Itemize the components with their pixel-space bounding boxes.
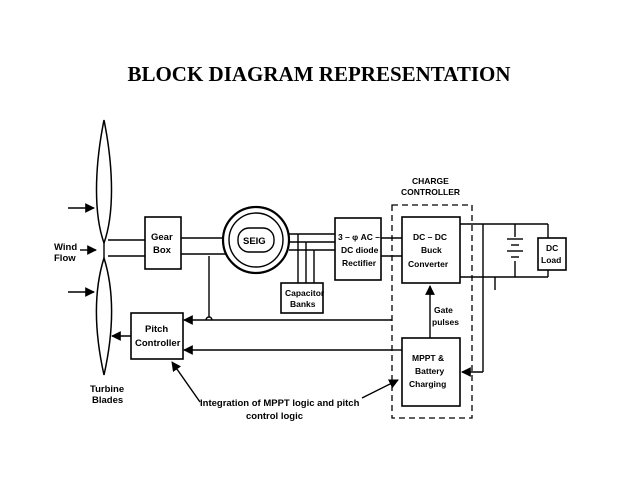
charge-controller-label: CHARGE CONTROLLER [401,176,460,197]
dc-load [537,237,567,271]
gear-box-label: Gear Box [151,232,175,256]
charge-controller-region [391,204,473,419]
seig-generator [221,205,291,275]
wind-arrows [68,203,97,297]
capacitor-banks-label: Capacitor Banks [285,288,327,309]
wind-flow-label: Wind Flow [54,242,80,264]
output-rails [460,223,549,290]
pitch-controller [130,312,184,360]
buck-converter [401,216,461,284]
integration-note: Integration of MPPT logic and pitch cont… [200,398,362,422]
turbine-blades-label: Turbine Blades [90,384,127,406]
pitch-controller-label: Pitch Controller [135,324,181,349]
dc-load-label: DC Load [541,243,561,265]
rectifier [334,217,382,281]
turbine-blades-icon [95,119,113,376]
mppt-label: MPPT & Battery Charging [409,353,447,389]
seig-label: SEIG [243,236,266,247]
buck-converter-label: DC – DC Buck Converter [408,232,449,269]
gear-box [144,216,182,270]
gate-pulses-label: Gate pulses [432,305,459,327]
battery-icon [507,238,523,258]
three-phase-lines [289,233,335,283]
slide-title: BLOCK DIAGRAM REPRESENTATION [127,62,511,86]
mppt-battery-charging [401,337,461,407]
capacitor-banks [280,282,324,314]
rectifier-label: 3 – φ AC – DC diode Rectifier [338,232,382,268]
